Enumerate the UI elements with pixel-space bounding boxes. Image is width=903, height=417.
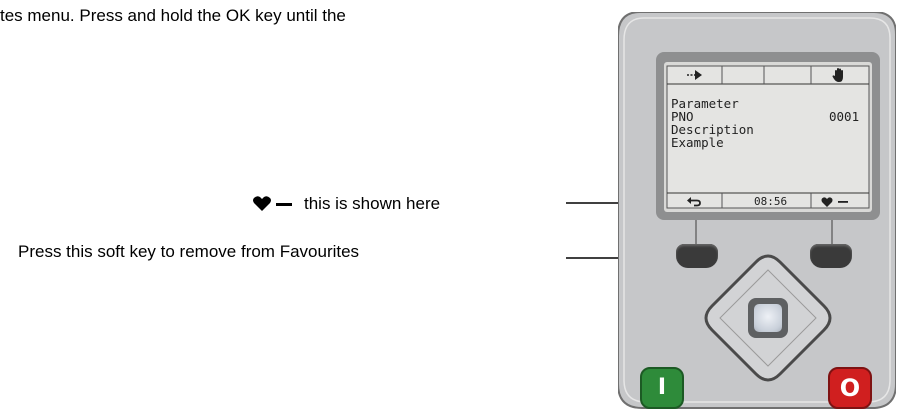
screen-line-2-left: PNO — [671, 109, 694, 124]
screen-line-4: Example — [671, 135, 724, 150]
press-softkey-label: Press this soft key to remove from Favou… — [18, 242, 360, 261]
shown-here-callout: this is shown here — [252, 194, 440, 214]
softkey-clock: 08:56 — [754, 195, 788, 208]
start-key-label: I — [657, 375, 667, 400]
right-soft-key[interactable] — [810, 244, 852, 268]
screen-line-2-right: 0001 — [829, 109, 860, 124]
back-arrow-icon — [687, 197, 701, 207]
start-key[interactable]: I — [640, 367, 684, 409]
intro-text: tes menu. Press and hold the OK key unti… — [0, 6, 346, 25]
stop-key-label: O — [839, 374, 861, 402]
keypad-device: Parameter PNO 0001 Description Example 0… — [618, 12, 896, 412]
heart-minus-icon — [252, 195, 294, 213]
shown-here-label: this is shown here — [304, 194, 441, 213]
hand-stop-icon — [832, 68, 843, 82]
screen-line-3: Description — [671, 122, 754, 137]
heart-minus-icon — [821, 197, 848, 207]
stop-key[interactable]: O — [828, 367, 872, 409]
screen-line-1: Parameter — [671, 96, 739, 111]
ok-key-face — [754, 304, 782, 332]
arrow-right-icon — [687, 70, 702, 80]
left-soft-key[interactable] — [676, 244, 718, 268]
